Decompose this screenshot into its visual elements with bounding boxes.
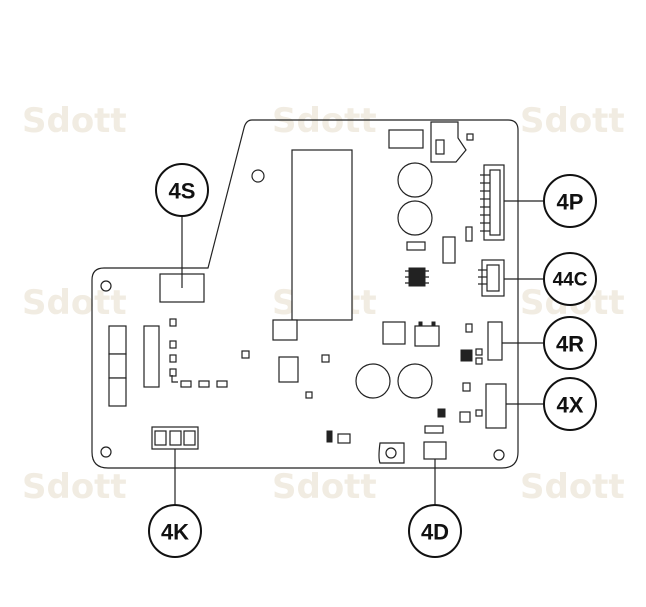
capacitor <box>355 363 391 399</box>
connector-inner <box>486 264 500 292</box>
relay-pad <box>272 319 298 341</box>
callout-44c: 44C <box>543 252 597 306</box>
trace <box>171 375 178 383</box>
small-pad <box>326 430 333 443</box>
mounting-hole <box>493 449 505 461</box>
small-pads-column <box>169 318 177 377</box>
connector-4k <box>151 426 199 450</box>
capacitor <box>397 363 433 399</box>
small-resistor <box>406 241 426 251</box>
connector-4p <box>480 164 505 241</box>
ic-chip <box>405 267 429 287</box>
small-pad <box>465 226 473 242</box>
watermark-text: Sdott <box>22 467 127 507</box>
leader-lines <box>174 200 544 508</box>
sot-components <box>437 408 483 423</box>
small-pad <box>462 382 471 392</box>
vertical-component <box>143 325 160 388</box>
connector-4d <box>423 441 447 460</box>
connector-44c <box>478 259 505 297</box>
small-resistor <box>424 425 444 434</box>
small-pads-row <box>180 380 228 388</box>
callout-4d: 4D <box>408 504 462 558</box>
mounting-hole <box>251 169 265 183</box>
board-outline <box>91 119 519 469</box>
small-pad <box>305 391 313 399</box>
small-pad <box>241 350 250 359</box>
callout-4k: 4K <box>148 504 202 558</box>
top-rect-component <box>388 129 424 149</box>
small-pad <box>466 133 474 141</box>
capacitor <box>397 162 433 198</box>
capacitor <box>397 200 433 236</box>
square-component <box>278 356 299 383</box>
regulator-tab <box>435 139 445 155</box>
callout-4s: 4S <box>155 163 209 217</box>
relay-block <box>291 149 353 321</box>
callout-label: 4P <box>557 190 584 215</box>
square-component <box>382 321 406 345</box>
callout-4x: 4X <box>543 377 597 431</box>
connector-inner <box>489 169 501 236</box>
left-connector-stack <box>108 325 127 407</box>
vertical-component <box>442 236 456 264</box>
connector-4r <box>487 321 503 361</box>
callout-label: 4R <box>556 332 584 357</box>
component-hole <box>385 447 397 459</box>
small-pad <box>465 323 473 333</box>
watermark-text: Sdott <box>272 467 377 507</box>
watermark-text: Sdott <box>22 283 127 323</box>
mounting-holes <box>100 169 505 461</box>
sot-components <box>460 348 483 365</box>
callout-4p: 4P <box>543 174 597 228</box>
callout-label: 4K <box>161 520 189 545</box>
watermark-text: Sdott <box>520 101 625 141</box>
callout-label: 4D <box>421 520 449 545</box>
small-pad <box>321 354 330 363</box>
callout-label: 4X <box>557 393 584 418</box>
connector-4x <box>485 383 507 429</box>
callout-4r: 4R <box>543 316 597 370</box>
small-pad <box>337 433 351 444</box>
callout-label: 44C <box>553 270 588 291</box>
watermark-text: Sdott <box>272 101 377 141</box>
transistor-component <box>414 321 440 347</box>
mounting-hole <box>100 446 112 458</box>
callout-label: 4S <box>169 179 196 204</box>
mounting-hole <box>100 280 112 292</box>
watermark-text: Sdott <box>22 101 127 141</box>
watermark-text: Sdott <box>520 467 625 507</box>
